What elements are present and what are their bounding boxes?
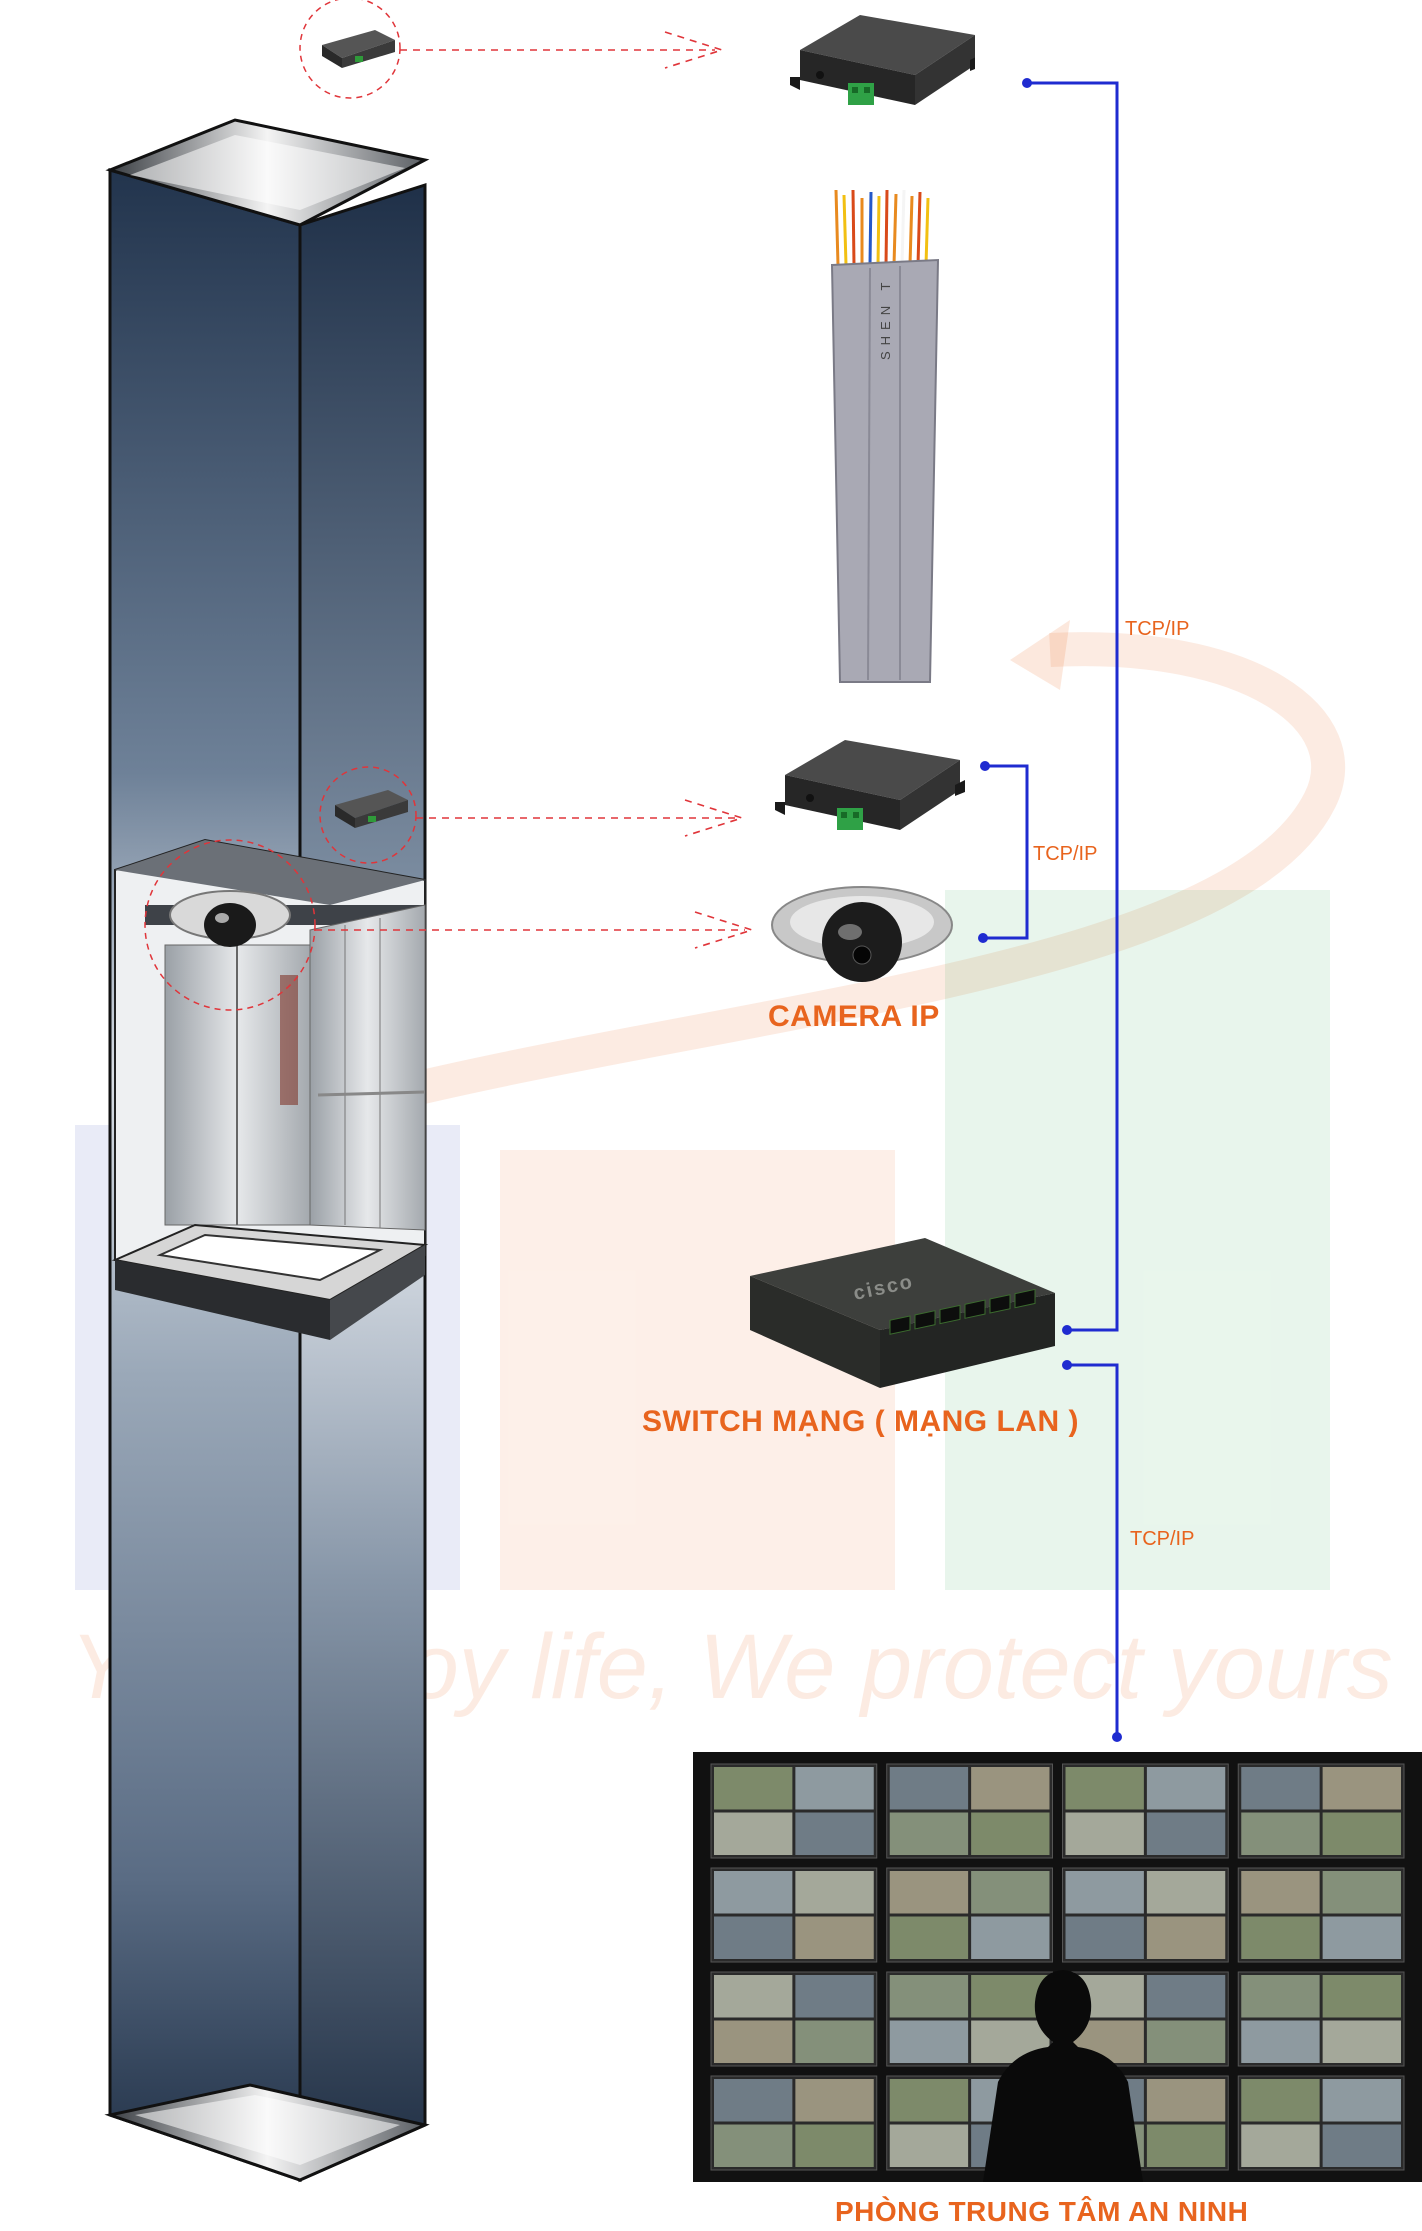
control-room-connector [1067,1363,1119,1737]
camera-feed [1146,2124,1226,2167]
camera-feed [889,1975,969,2018]
camera-feed [1322,1916,1401,1959]
camera-feed [889,1767,969,1810]
camera-feed [795,2079,874,2122]
dome-camera-icon [771,886,953,982]
camera-feed [1146,1812,1226,1855]
camera-connector [983,764,1029,940]
shaft-car-device-icon [335,790,408,828]
camera-feed [1322,1975,1401,2018]
camera-feed [1322,1871,1401,1914]
camera-feed [795,2124,874,2167]
camera-feed [1146,1975,1226,2018]
camera-feed [1146,1767,1226,1810]
camera-feed [1241,1871,1320,1914]
video-wall-icon [693,1752,1422,2182]
cable-brand-label: SHEN T [878,277,893,360]
camera-feed [1241,1975,1320,2018]
switch-label: SWITCH MẠNG ( MẠNG LAN ) [642,1405,1079,1438]
tcp-label-backbone: TCP/IP [1125,618,1190,640]
camera-feed [971,1812,1050,1855]
camera-feed [889,2020,969,2063]
camera-feed [1241,1916,1320,1959]
camera-feed [1322,2124,1401,2167]
camera-feed [889,1916,969,1959]
camera-feed [1241,1767,1320,1810]
camera-feed [1065,1871,1144,1914]
camera-feed [795,1767,874,1810]
camera-feed [1065,1812,1144,1855]
network-switch-icon: cisco [750,1238,1055,1388]
camera-feed [795,1812,874,1855]
camera-feed [889,1871,969,1914]
camera-ip-label: CAMERA IP [768,1000,940,1033]
top-encoder-icon [790,15,975,105]
camera-feed [1322,1767,1401,1810]
camera-feed [1241,2124,1320,2167]
camera-feed [889,2079,969,2122]
camera-feed [971,1916,1050,1959]
cab-encoder-icon [775,740,965,830]
camera-feed [1322,1812,1401,1855]
camera-feed [714,2020,793,2063]
camera-feed [1322,2020,1401,2063]
camera-feed [1146,1871,1226,1914]
backbone-connector [1027,81,1119,1332]
camera-feed [1241,2079,1320,2122]
tcp-label-camera: TCP/IP [1033,843,1098,865]
camera-feed [795,1916,874,1959]
camera-feed [1241,2020,1320,2063]
camera-feed [889,2124,969,2167]
camera-feed [795,2020,874,2063]
camera-feed [795,1871,874,1914]
operator-silhouette [983,1970,1143,2182]
camera-feed [714,1871,793,1914]
camera-feed [1146,2020,1226,2063]
camera-feed [714,2124,793,2167]
camera-feed [1065,1767,1144,1810]
camera-feed [795,1975,874,2018]
camera-feed [1065,1916,1144,1959]
camera-feed [1146,1916,1226,1959]
security-center-label: PHÒNG TRUNG TÂM AN NINH [835,2196,1249,2227]
camera-feed [714,1975,793,2018]
camera-feed [714,1812,793,1855]
camera-feed [1146,2079,1226,2122]
camera-feed [714,1767,793,1810]
traveling-cable-icon: SHEN T [830,190,940,683]
camera-feed [971,1871,1050,1914]
tcp-label-control-room: TCP/IP [1130,1528,1195,1550]
camera-feed [714,2079,793,2122]
camera-feed [1322,2079,1401,2122]
camera-feed [1241,1812,1320,1855]
camera-feed [971,1767,1050,1810]
shaft-top-device-icon [322,30,395,68]
camera-feed [889,1812,969,1855]
camera-feed [714,1916,793,1959]
